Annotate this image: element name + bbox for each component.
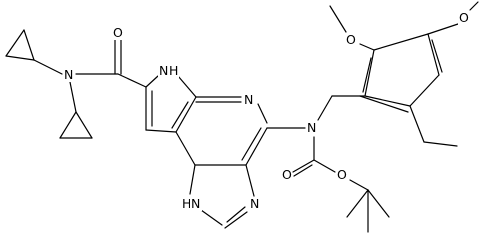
cyclopropyl-left [5,29,35,61]
atom-label: N [307,120,316,135]
bond-aryl-ethyl [409,105,425,143]
atom-label: O [346,32,356,47]
atom-label: N [64,67,73,82]
bond-omethoxy-right-ch3 [469,1,479,11]
cyclopropyl-lower [59,111,93,139]
bond-aryl-omethoxy-right [427,23,459,35]
bond-aryl-omethoxy-top [359,43,375,51]
bond-cpr2-n [69,81,77,113]
atom-label: O [337,167,347,182]
atom-label: O [282,167,292,182]
bond-ncarbamate-ch2 [317,95,333,121]
pyrrole-ring [145,75,197,133]
atom-label: N [159,63,168,78]
imidazole-ring [189,164,255,229]
atom-labels: O N N H N N N H N O O O O [63,10,469,211]
aryl-ring [359,33,443,113]
bond-ethyl-ch3 [423,141,458,147]
atom-label: H [182,196,191,211]
atom-label: N [244,92,253,107]
atom-label: O [113,25,123,40]
bond-omethoxy-top-ch3 [329,5,347,33]
atom-label: H [169,63,178,78]
bond-carbonyl-c7 [117,73,147,88]
atom-label: O [459,10,469,25]
atom-label: N [191,196,200,211]
boc-group [292,159,390,233]
bond-cpr1-n [33,59,63,75]
pyridine-ring [175,96,268,166]
atom-label: N [250,196,259,211]
